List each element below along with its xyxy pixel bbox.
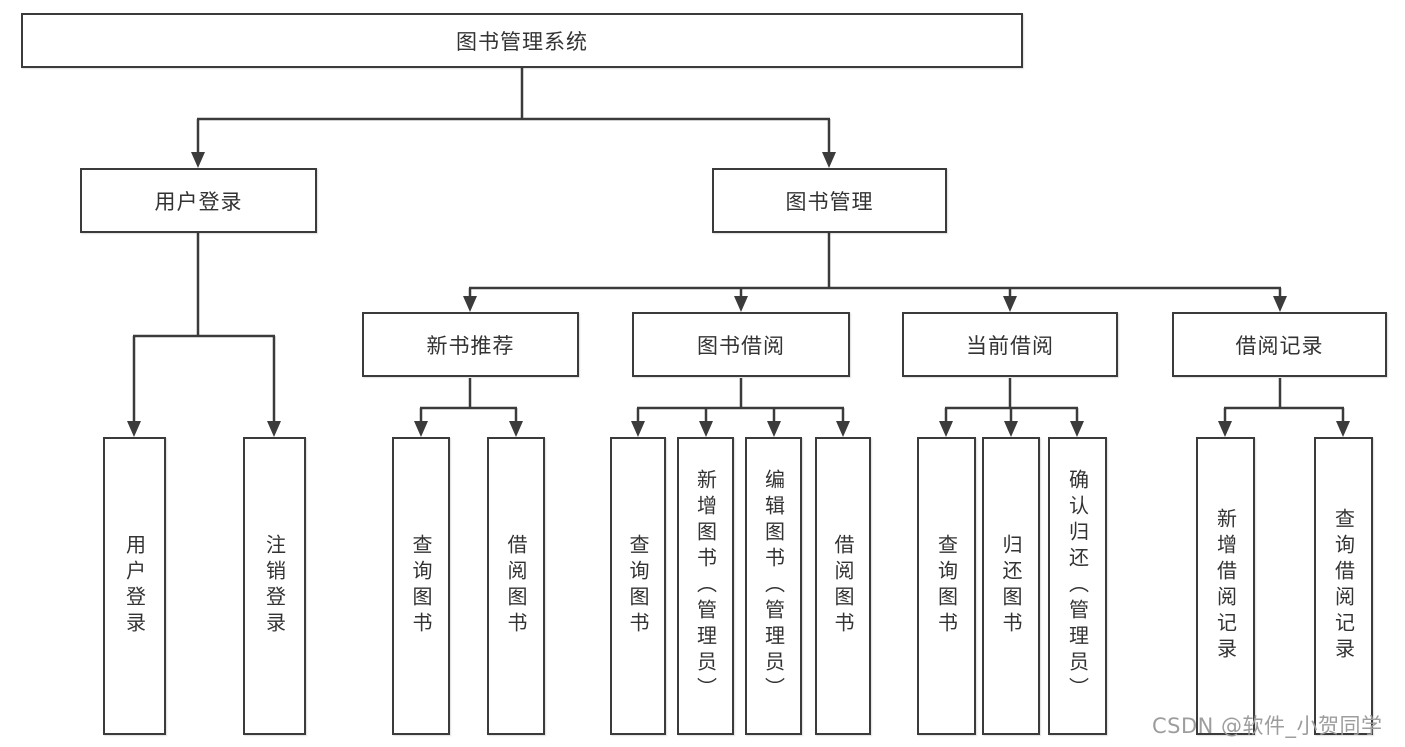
leaf-query-borrow-record: 查询借阅记录 — [1314, 437, 1373, 735]
leaf-add-borrow-record: 新增借阅记录 — [1196, 437, 1255, 735]
leaf-confirm-return-admin-label: 确认归还（管理员） — [1065, 469, 1090, 703]
leaf-query-borrow-record-label: 查询借阅记录 — [1331, 508, 1356, 664]
leaf-borrow-books-2: 借阅图书 — [815, 437, 871, 735]
leaf-edit-books-admin: 编辑图书（管理员） — [745, 437, 802, 735]
node-book-management-label: 图书管理 — [785, 189, 874, 214]
node-current-borrow: 当前借阅 — [902, 312, 1118, 377]
leaf-query-books-3-label: 查询图书 — [934, 534, 959, 638]
node-borrow-records: 借阅记录 — [1172, 312, 1387, 377]
node-user-login: 用户登录 — [80, 168, 317, 233]
node-borrow-records-label: 借阅记录 — [1235, 333, 1324, 358]
node-book-management: 图书管理 — [712, 168, 947, 233]
leaf-add-books-admin-label: 新增图书（管理员） — [693, 469, 718, 703]
leaf-borrow-books-1-label: 借阅图书 — [504, 534, 528, 638]
leaf-query-books-1-label: 查询图书 — [409, 534, 433, 638]
leaf-edit-books-admin-label: 编辑图书（管理员） — [761, 469, 786, 703]
leaf-borrow-books-2-label: 借阅图书 — [831, 534, 855, 638]
node-book-borrow-label: 图书借阅 — [697, 333, 785, 358]
leaf-add-borrow-record-label: 新增借阅记录 — [1213, 508, 1238, 664]
watermark: CSDN @软件_小贺同学 — [1152, 714, 1383, 738]
leaf-return-books: 归还图书 — [982, 437, 1040, 735]
leaf-return-books-label: 归还图书 — [999, 534, 1023, 638]
node-book-borrow: 图书借阅 — [632, 312, 850, 377]
leaf-logout-label: 注销登录 — [262, 534, 287, 638]
node-library-system-label: 图书管理系统 — [456, 29, 588, 54]
leaf-confirm-return-admin: 确认归还（管理员） — [1048, 437, 1107, 735]
node-new-book-recommend-label: 新书推荐 — [426, 333, 515, 358]
node-library-system: 图书管理系统 — [21, 13, 1023, 68]
leaf-query-books-2-label: 查询图书 — [626, 534, 650, 638]
leaf-user-login-label: 用户登录 — [122, 534, 147, 638]
leaf-add-books-admin: 新增图书（管理员） — [677, 437, 734, 735]
leaf-borrow-books-1: 借阅图书 — [487, 437, 545, 735]
leaf-query-books-1: 查询图书 — [392, 437, 450, 735]
leaf-logout: 注销登录 — [243, 437, 306, 735]
node-user-login-label: 用户登录 — [154, 189, 243, 214]
leaf-query-books-2: 查询图书 — [610, 437, 666, 735]
node-new-book-recommend: 新书推荐 — [362, 312, 579, 377]
leaf-query-books-3: 查询图书 — [917, 437, 976, 735]
leaf-user-login: 用户登录 — [103, 437, 166, 735]
node-current-borrow-label: 当前借阅 — [966, 333, 1054, 358]
